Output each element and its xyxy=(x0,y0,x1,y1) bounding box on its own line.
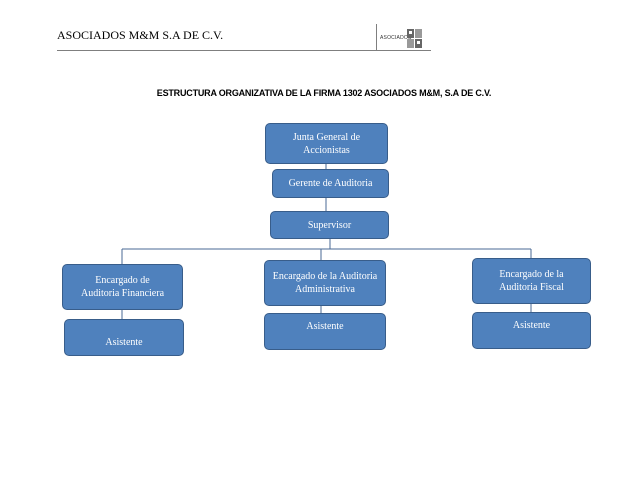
node-label: Asistente xyxy=(105,337,143,348)
node-junta-general: Junta General de Accionistas xyxy=(265,123,388,164)
node-label: Encargado de la Auditoria Fiscal xyxy=(499,269,564,293)
node-label: Junta General de Accionistas xyxy=(292,131,361,156)
node-label: Asistente xyxy=(306,321,344,332)
node-label: Asistente xyxy=(512,320,551,331)
node-asistente-financiera: Asistente xyxy=(64,319,184,356)
header-rule xyxy=(57,50,431,51)
node-asistente-administrativa: Asistente xyxy=(264,313,386,350)
node-label: Encargado de Auditoria Financiera xyxy=(80,275,165,299)
header-divider xyxy=(376,24,377,50)
node-asistente-fiscal: Asistente xyxy=(472,312,591,349)
node-label: Supervisor xyxy=(307,219,352,231)
company-header: ASOCIADOS M&M S.A DE C.V. xyxy=(57,28,224,42)
node-supervisor: Supervisor xyxy=(270,211,389,239)
node-label: Encargado de la Auditoria Administrativa xyxy=(272,271,378,295)
chart-title: ESTRUCTURA ORGANIZATIVA DE LA FIRMA 1302… xyxy=(156,88,492,98)
node-encargado-administrativa: Encargado de la Auditoria Administrativa xyxy=(264,260,386,306)
node-gerente-auditoria: Gerente de Auditoria xyxy=(272,169,389,198)
node-label: Gerente de Auditoria xyxy=(288,178,373,189)
logo-mark-icon xyxy=(407,29,422,48)
logo-text: ASOCIADOS xyxy=(380,35,412,41)
node-encargado-financiera: Encargado de Auditoria Financiera xyxy=(62,264,183,310)
node-encargado-fiscal: Encargado de la Auditoria Fiscal xyxy=(472,258,591,304)
company-logo: ASOCIADOS xyxy=(380,29,440,49)
